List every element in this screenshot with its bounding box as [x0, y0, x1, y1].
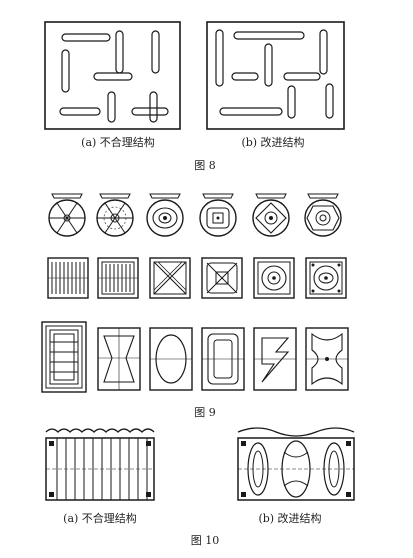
fig8b-improved-panel	[206, 21, 345, 130]
fig9-round-part-5	[252, 193, 290, 237]
fig9-rect-part-3	[149, 327, 193, 391]
fig10b-improved-panel	[237, 427, 355, 501]
fig9-round-part-4	[199, 193, 237, 237]
fig9-rect-part-1	[41, 321, 87, 393]
fig9-square-part-2	[97, 257, 139, 299]
fig9-round-part-3	[146, 193, 184, 237]
fig9-rect-part-6	[305, 327, 349, 391]
fig9-round-part-2	[96, 193, 134, 237]
fig9-rect-part-4	[201, 327, 245, 391]
fig9-square-part-1	[47, 257, 89, 299]
fig9-row1-round-parts	[48, 193, 342, 237]
fig8-caption: 图 8	[194, 159, 216, 172]
fig10-label-b: (b) 改进结构	[258, 511, 321, 525]
fig9-row3-rect-parts	[41, 321, 349, 393]
fig10a-unreasonable-panel	[45, 428, 155, 501]
fig9-row2-square-parts	[47, 257, 347, 299]
fig9-round-part-6	[304, 193, 342, 237]
fig8a-unreasonable-panel	[44, 21, 181, 130]
fig9-square-part-4	[201, 257, 243, 299]
fig10-label-a: (a) 不合理结构	[63, 511, 137, 525]
fig9-square-part-3	[149, 257, 191, 299]
fig9-caption: 图 9	[194, 406, 216, 419]
fig9-round-part-1	[48, 193, 86, 237]
fig8-label-a: (a) 不合理结构	[81, 135, 155, 149]
fig9-rect-part-2	[97, 327, 141, 391]
fig9-square-part-5	[253, 257, 295, 299]
fig9-rect-part-5	[253, 327, 297, 391]
fig9-square-part-6	[305, 257, 347, 299]
fig10-caption: 图 10	[191, 534, 220, 547]
fig8-label-b: (b) 改进结构	[241, 135, 304, 149]
